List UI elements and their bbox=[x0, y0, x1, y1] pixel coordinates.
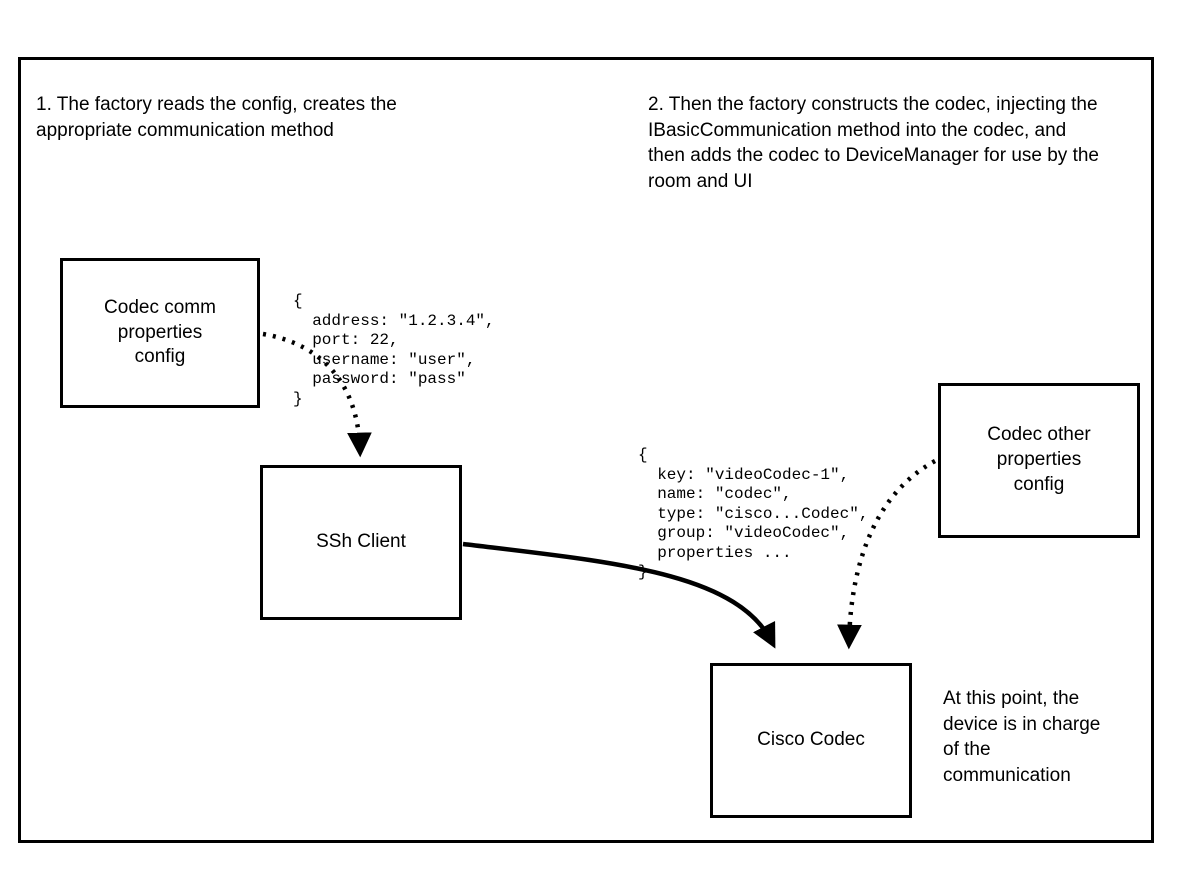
box-codec-comm-config-label: Codec comm properties config bbox=[104, 296, 216, 368]
box-codec-other-config-label: Codec other properties config bbox=[987, 424, 1091, 495]
box-cisco-codec: Cisco Codec bbox=[710, 663, 912, 818]
step1-note: 1. The factory reads the config, creates… bbox=[36, 94, 397, 141]
box-cisco-codec-label: Cisco Codec bbox=[757, 729, 865, 751]
arrow-other-config-to-cisco-codec bbox=[837, 459, 937, 650]
final-note: At this point, the device is in charge o… bbox=[943, 688, 1101, 786]
box-codec-other-config: Codec other properties config bbox=[938, 383, 1140, 538]
step2-note: 2. Then the factory constructs the codec… bbox=[648, 94, 1099, 192]
arrow-comm-config-to-ssh bbox=[262, 331, 372, 458]
comm-properties-snippet: { address: "1.2.3.4", port: 22, username… bbox=[293, 292, 495, 408]
box-codec-comm-config: Codec comm properties config bbox=[60, 258, 260, 408]
diagram-border bbox=[18, 57, 1154, 843]
codec-properties-snippet: { key: "videoCodec-1", name: "codec", ty… bbox=[638, 446, 869, 582]
box-ssh-client-label: SSh Client bbox=[316, 531, 406, 553]
box-ssh-client: SSh Client bbox=[260, 465, 462, 620]
arrow-ssh-to-cisco-codec bbox=[462, 541, 776, 649]
